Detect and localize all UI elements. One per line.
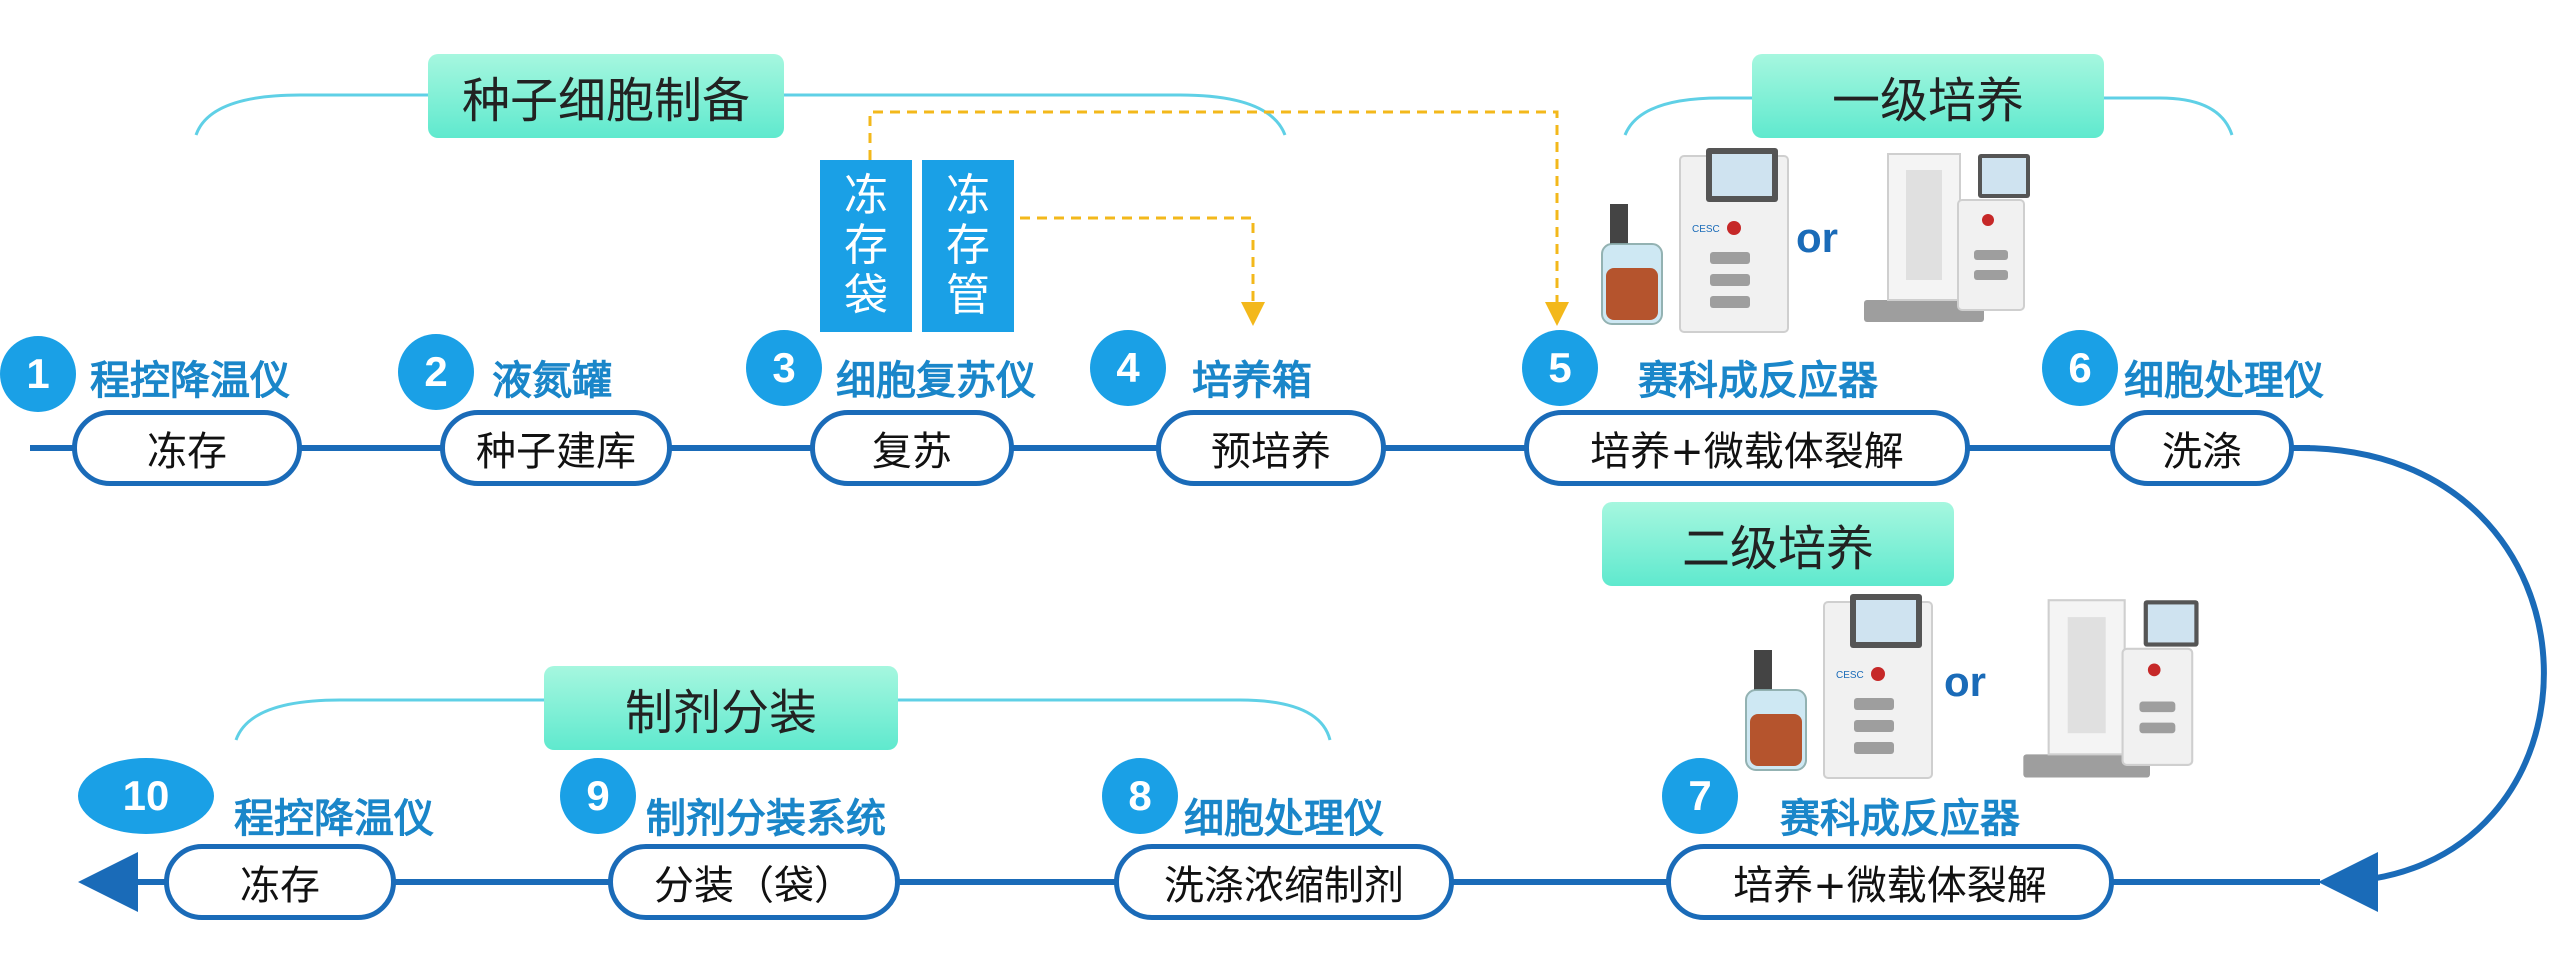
storage-box-tube: 冻存管 xyxy=(922,160,1014,332)
step-number-3: 3 xyxy=(746,330,822,406)
stage-banner-secondary-culture: 二级培养 xyxy=(1602,502,1954,586)
step-pill-9: 分装（袋） xyxy=(608,844,900,920)
step-title-8: 细胞处理仪 xyxy=(1184,796,1384,842)
stage-label: 二级培养 xyxy=(1681,521,1874,577)
dashed-path-bag xyxy=(868,110,1569,326)
bioreactor-rocking-image-primary xyxy=(1864,153,2030,322)
step-pill-2: 种子建库 xyxy=(440,410,672,486)
dashed-path-tube xyxy=(1003,216,1265,326)
step-number-8: 8 xyxy=(1102,758,1178,834)
step-number-10: 10 xyxy=(78,758,214,834)
storage-label-tube: 冻存管 xyxy=(946,170,990,321)
bioreactor-rocking-image-secondary xyxy=(2023,599,2199,778)
step-title-10: 程控降温仪 xyxy=(234,796,434,842)
bioreactor-benchtop-image-primary: CESC xyxy=(1601,148,1789,333)
svg-text:CESC: CESC xyxy=(1692,224,1720,235)
stage-banner-primary-culture: 一级培养 xyxy=(1752,54,2104,138)
step-title-1: 程控降温仪 xyxy=(90,358,290,404)
step-pill-8: 洗涤浓缩制剂 xyxy=(1114,844,1454,920)
storage-label-bag: 冻存袋 xyxy=(844,170,888,321)
flow-return-curve xyxy=(2299,445,2547,912)
step-title-5: 赛科成反应器 xyxy=(1638,358,1878,404)
step-pill-6: 洗涤 xyxy=(2110,410,2294,486)
bracket-primary xyxy=(1623,96,2234,136)
step-number-6: 6 xyxy=(2042,330,2118,406)
step-title-7: 赛科成反应器 xyxy=(1780,796,2020,842)
step-number-1: 1 xyxy=(0,336,76,412)
stage-label: 种子细胞制备 xyxy=(461,73,750,129)
or-label-primary: or xyxy=(1796,214,1838,261)
step-pill-5: 培养+微载体裂解 xyxy=(1524,410,1970,486)
step-number-2: 2 xyxy=(398,334,474,410)
step-pill-7: 培养+微载体裂解 xyxy=(1666,844,2114,920)
or-label-secondary: or xyxy=(1944,658,1986,705)
step-number-5: 5 xyxy=(1522,330,1598,406)
step-title-3: 细胞复苏仪 xyxy=(836,358,1036,404)
step-title-4: 培养箱 xyxy=(1192,358,1312,404)
storage-box-bag: 冻存袋 xyxy=(820,160,912,332)
stage-label: 制剂分装 xyxy=(624,685,817,741)
stage-banner-formulation: 制剂分装 xyxy=(544,666,898,750)
step-title-9: 制剂分装系统 xyxy=(646,796,886,842)
bioreactor-benchtop-image-secondary: CESC xyxy=(1745,594,1933,779)
step-pill-10: 冻存 xyxy=(164,844,396,920)
step-pill-4: 预培养 xyxy=(1156,410,1386,486)
step-number-9: 9 xyxy=(560,758,636,834)
step-pill-1: 冻存 xyxy=(72,410,302,486)
step-number-4: 4 xyxy=(1090,330,1166,406)
step-title-6: 细胞处理仪 xyxy=(2124,358,2324,404)
step-title-2: 液氮罐 xyxy=(492,358,612,404)
svg-text:CESC: CESC xyxy=(1836,670,1864,681)
stage-label: 一级培养 xyxy=(1831,73,2024,129)
step-number-7: 7 xyxy=(1662,758,1738,834)
step-pill-3: 复苏 xyxy=(810,410,1014,486)
bracket-formulation xyxy=(234,698,1332,741)
stage-banner-seed-prep: 种子细胞制备 xyxy=(428,54,784,138)
